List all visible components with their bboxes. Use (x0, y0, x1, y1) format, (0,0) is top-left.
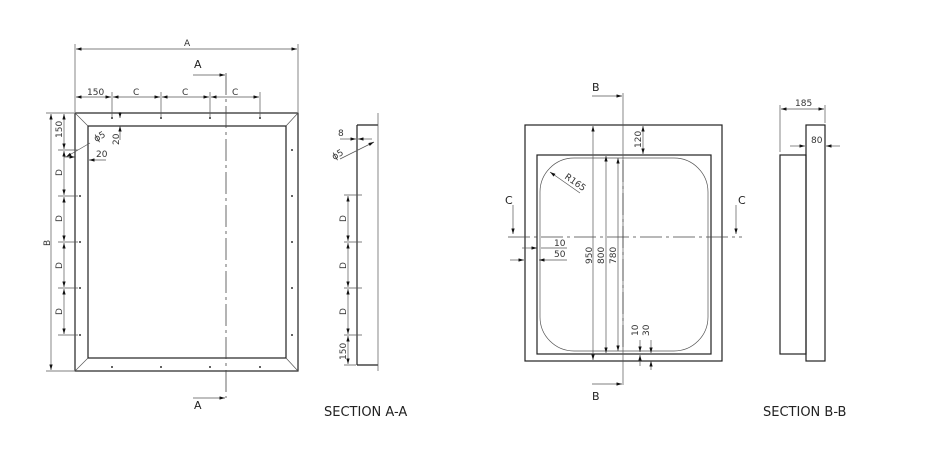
section-b-outer (805, 124, 826, 362)
dim-label-150-side: 150 (339, 343, 349, 360)
dim-label-30-bottom: 30 (642, 324, 652, 336)
frame-outer (74, 112, 299, 372)
cut-label-c-right: C (738, 194, 746, 207)
outer-frame (524, 124, 723, 362)
frame-inner (87, 125, 287, 359)
dim-label-80: 80 (811, 136, 823, 146)
section-b-inner (779, 154, 807, 355)
inner-frame (536, 154, 712, 355)
dim-label-20-v: 20 (112, 133, 122, 145)
dim-label-phi5-side: ϕ5 (331, 148, 346, 162)
section-a-title: SECTION A-A (324, 405, 407, 420)
section-b-b: 185 80 SECTION B-B (763, 99, 846, 420)
dim-label-d: D (339, 215, 349, 222)
dim-label-10-side: 10 (554, 239, 566, 249)
dim-label-185: 185 (795, 99, 812, 109)
dim-label-150-left: 150 (55, 121, 65, 138)
section-b-title: SECTION B-B (763, 405, 846, 420)
dim-label-d: D (55, 215, 65, 222)
dim-label-c: C (232, 88, 238, 98)
mounting-holes (79, 117, 293, 368)
dim-label-c: C (182, 88, 188, 98)
dim-label-a: A (184, 39, 191, 49)
dim-label-800: 800 (597, 247, 607, 264)
dim-label-20-h: 20 (96, 150, 108, 160)
rounded-opening (539, 157, 709, 352)
cut-label-b-top: B (592, 81, 600, 94)
dim-label-d: D (339, 308, 349, 315)
frame-miters (74, 112, 299, 372)
dim-label-8: 8 (338, 129, 344, 139)
front-view-b: B B C C 120 R165 950 800 780 10 50 10 30 (505, 81, 746, 403)
dim-label-b: B (43, 240, 53, 246)
dim-label-d: D (55, 262, 65, 269)
cut-label-bottom: A (194, 399, 202, 412)
section-a-a: 8 ϕ5 D D D 150 SECTION A-A (324, 113, 407, 420)
dim-label-phi5: ϕ5 (93, 130, 108, 144)
dim-label-d: D (55, 169, 65, 176)
dim-label-10-bottom: 10 (631, 324, 641, 336)
dim-label-120: 120 (634, 131, 644, 148)
front-view-a: A A A 150 C C C 20 ϕ5 20 (43, 39, 299, 412)
dim-label-950: 950 (585, 247, 595, 264)
dim-label-50-side: 50 (554, 250, 566, 260)
dim-label-c: C (133, 88, 139, 98)
cut-label-c-left: C (505, 194, 513, 207)
cut-label-b-bottom: B (592, 390, 600, 403)
dim-label-780: 780 (609, 247, 619, 264)
dim-label-150-top: 150 (87, 88, 104, 98)
dim-label-d: D (339, 262, 349, 269)
cut-label-top: A (194, 58, 202, 71)
dim-label-d: D (55, 308, 65, 315)
